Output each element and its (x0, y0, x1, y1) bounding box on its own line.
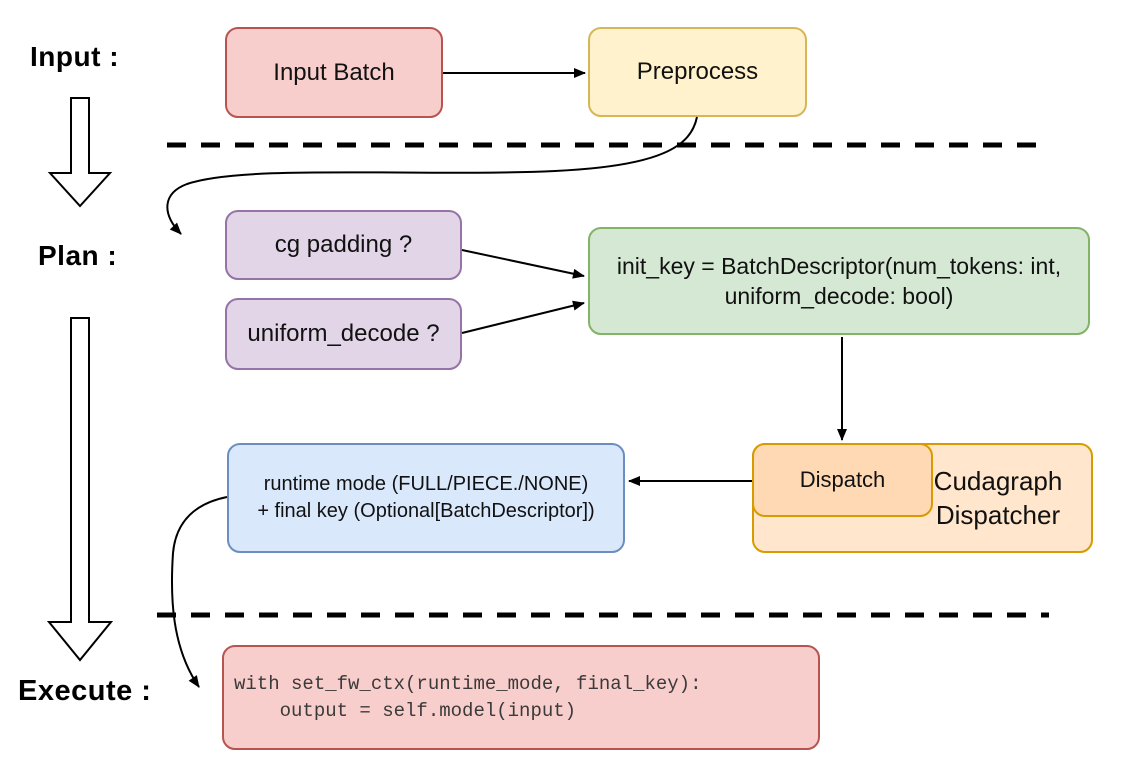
node-cg-padding-label: cg padding ? (274, 231, 413, 258)
execute-code-line2: output = self.model(input) (234, 699, 577, 722)
node-preprocess: Preprocess (588, 27, 807, 117)
node-cg-padding: cg padding ? (225, 210, 462, 280)
cudagraph-label-line2: Dispatcher (935, 500, 1061, 530)
node-init-key: init_key = BatchDescriptor(num_tokens: i… (588, 227, 1090, 335)
node-dispatch: Dispatch (752, 443, 933, 517)
hollow-arrow-plan-to-execute (46, 317, 114, 662)
hollow-arrow-input-to-plan (47, 97, 113, 208)
execute-code-line1: with set_fw_ctx(runtime_mode, final_key)… (234, 672, 702, 695)
arrow-uniform-decode-to-init-key (461, 300, 585, 334)
stage-label-input: Input : (30, 41, 120, 72)
node-runtime-mode: runtime mode (FULL/PIECE./NONE) + final … (227, 443, 625, 553)
node-preprocess-label: Preprocess (636, 58, 759, 85)
arrow-runtime-mode-to-execute-code (171, 496, 228, 688)
cudagraph-label-line1: Cudagraph (933, 466, 1063, 496)
node-input-batch: Input Batch (225, 27, 443, 118)
node-dispatch-label: Dispatch (799, 467, 886, 492)
node-cudagraph-dispatcher-label: Cudagraph Dispatcher (913, 464, 1083, 532)
node-execute-code: with set_fw_ctx(runtime_mode, final_key)… (222, 645, 820, 750)
node-uniform-decode-label: uniform_decode ? (247, 320, 440, 347)
node-runtime-mode-line1: runtime mode (FULL/PIECE./NONE) (263, 473, 589, 495)
stage-label-plan: Plan : (38, 240, 118, 271)
stage-label-execute: Execute : (18, 675, 152, 707)
arrow-cg-padding-to-init-key (461, 249, 585, 279)
node-uniform-decode: uniform_decode ? (225, 298, 462, 370)
node-runtime-mode-line2: + final key (Optional[BatchDescriptor]) (257, 500, 595, 522)
node-init-key-line2: uniform_decode: bool) (724, 283, 954, 309)
node-input-batch-label: Input Batch (273, 58, 395, 86)
node-init-key-line1: init_key = BatchDescriptor(num_tokens: i… (616, 253, 1062, 279)
